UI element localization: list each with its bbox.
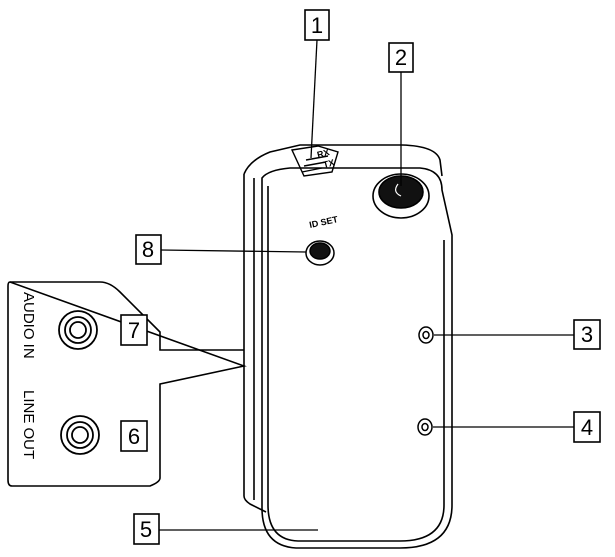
callout-box-4 [573, 411, 601, 443]
audio-in-jack [58, 310, 98, 350]
callout-box-8 [135, 234, 162, 265]
leader-1 [310, 39, 318, 159]
leader-8 [160, 249, 307, 253]
callout-3: 3 [581, 322, 593, 347]
callout-box-2 [388, 42, 414, 73]
audio-in-label: AUDIO IN [20, 292, 37, 359]
callout-2: 2 [395, 45, 407, 70]
callout-box-3 [573, 319, 601, 350]
callout-box-6 [120, 420, 148, 452]
id-set-button [305, 240, 335, 266]
jack-4 [417, 418, 433, 436]
line-out-jack [60, 415, 100, 455]
id-set-label: ID SET [308, 214, 339, 230]
leader-lines [159, 39, 574, 531]
tx-label: TX [322, 157, 336, 170]
side-panel-inset [7, 281, 247, 487]
callout-6: 6 [128, 424, 140, 449]
jack-3 [418, 326, 434, 344]
device-front-face [261, 167, 453, 549]
callout-1: 1 [311, 13, 323, 38]
device-top [243, 144, 443, 177]
callout-7: 7 [128, 318, 140, 343]
callout-4: 4 [581, 415, 593, 440]
device-body [243, 144, 453, 549]
callout-5: 5 [140, 517, 152, 542]
callout-box-5 [133, 513, 160, 545]
callout-box-7 [120, 314, 148, 346]
callout-box-1 [304, 9, 330, 41]
device-left-side [243, 174, 267, 513]
line-out-label: LINE OUT [20, 390, 37, 459]
device-front-inner [267, 186, 445, 542]
rx-label: RX [316, 147, 331, 160]
callout-boxes [120, 9, 601, 545]
rx-tx-switch [290, 145, 339, 177]
callout-8: 8 [142, 237, 154, 262]
